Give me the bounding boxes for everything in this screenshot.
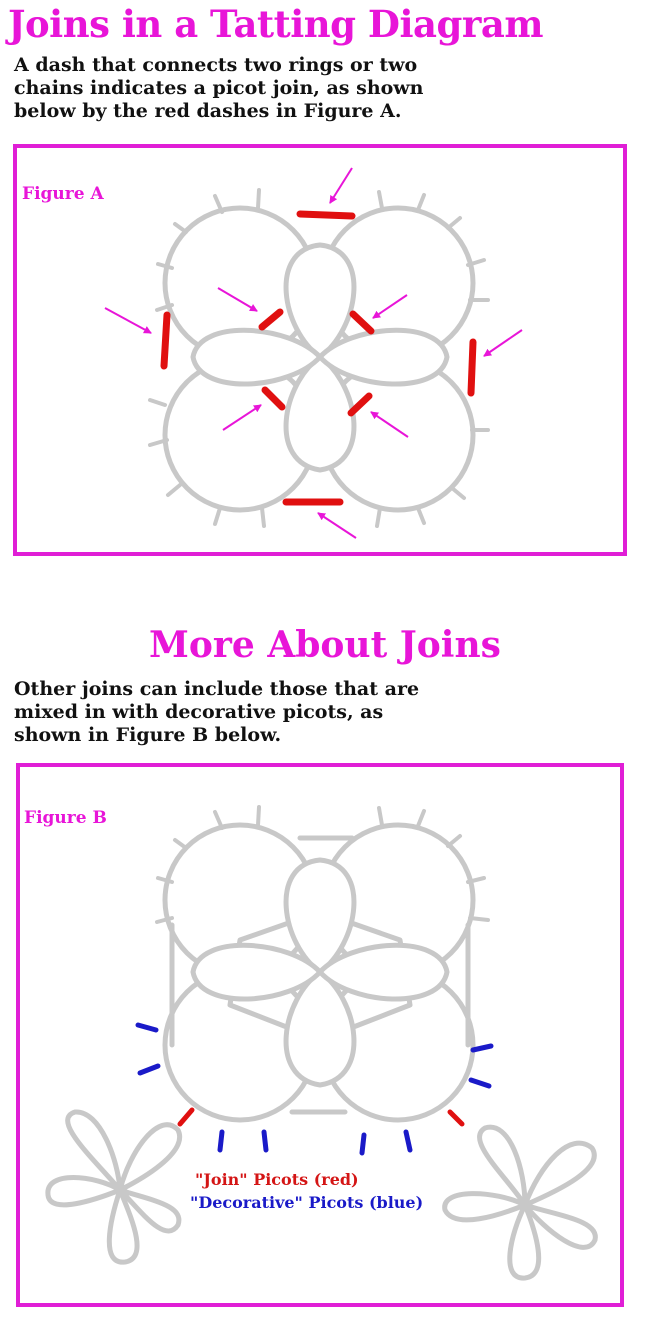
arrow-icon: [329, 167, 353, 204]
page-title: Joins in a Tatting Diagram: [8, 2, 544, 46]
intro-line: A dash that connects two rings or two: [14, 54, 418, 76]
join-dash-upper-right: [349, 310, 375, 335]
figure-a-label: Figure A: [22, 184, 104, 204]
decorative-picots: [135, 1022, 494, 1156]
figure-a-diagram: [148, 188, 490, 528]
petal-top: [283, 242, 357, 360]
intro-paragraph: A dash that connects two rings or two ch…: [14, 54, 423, 123]
section-line: mixed in with decorative picots, as: [14, 701, 384, 723]
figure-a-frame: [13, 144, 627, 556]
figure-b-frame: [16, 763, 624, 1307]
section-line: Other joins can include those that are: [14, 678, 420, 700]
join-dash-upper-left: [258, 308, 284, 331]
flower-right: [442, 1124, 598, 1281]
figure-a-joins: [160, 210, 477, 506]
petal-bottom: [283, 354, 357, 473]
figure-b-picots: [155, 805, 490, 924]
arrow-icon: [372, 294, 408, 319]
intro-line: below by the red dashes in Figure A.: [14, 100, 402, 122]
arrow-icon: [222, 404, 262, 431]
join-dash-lower-right: [347, 392, 373, 417]
arrow-icon: [483, 329, 523, 357]
join-dash-top: [296, 210, 356, 220]
legend-decorative-picots: "Decorative" Picots (blue): [190, 1193, 424, 1212]
intro-line: chains indicates a picot join, as shown: [14, 77, 424, 99]
join-dash-right: [467, 338, 477, 397]
arrow-icon: [217, 287, 258, 312]
figure-b-diagram: [45, 805, 598, 1281]
petal-left: [190, 327, 323, 387]
petal-right: [317, 942, 450, 1002]
figure-b-label: Figure B: [24, 808, 107, 828]
petal-left: [190, 942, 323, 1002]
section-line: shown in Figure B below.: [14, 724, 282, 746]
arrow-icon: [104, 307, 152, 334]
join-dash-lower-left: [261, 386, 286, 411]
petal-bottom: [283, 969, 357, 1088]
square-chain: [169, 835, 471, 1115]
arrow-icon: [317, 512, 357, 539]
arrow-icon: [370, 411, 409, 438]
figure-a-arrows: [104, 167, 523, 539]
figure-a-picots: [148, 188, 490, 528]
petal-top: [283, 857, 357, 975]
petal-right: [317, 327, 450, 387]
section-paragraph: Other joins can include those that are m…: [14, 678, 419, 747]
join-dash-left: [160, 311, 171, 370]
section-title: More About Joins: [149, 624, 501, 666]
join-picots: [177, 1107, 465, 1127]
legend-join-picots: "Join" Picots (red): [195, 1170, 359, 1189]
flower-left: [45, 1109, 183, 1265]
